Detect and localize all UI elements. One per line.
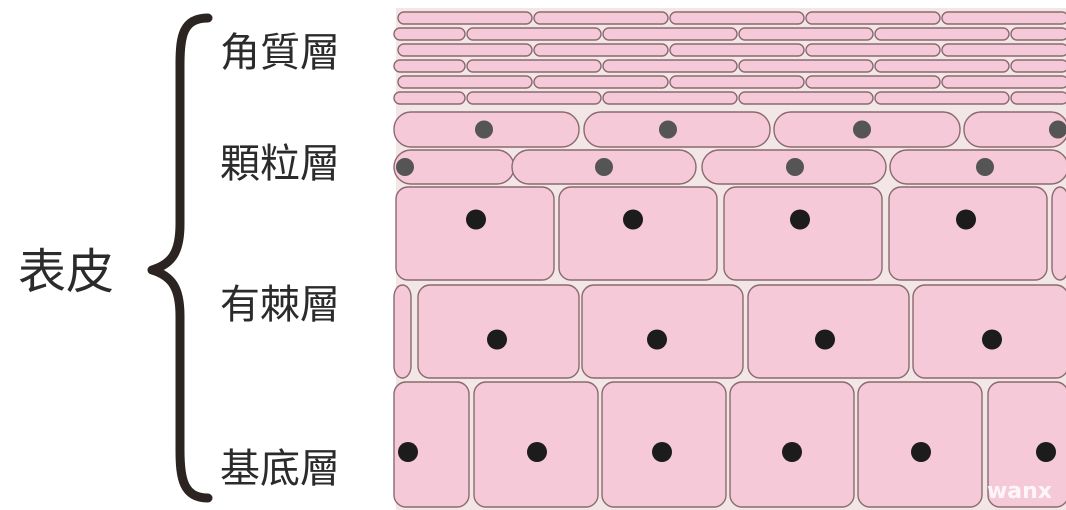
spinosum-cell bbox=[393, 284, 412, 379]
corneum-cell bbox=[397, 43, 533, 57]
layer-label-stratum-granulosum: 顆粒層 bbox=[220, 141, 340, 187]
cell-nucleus bbox=[976, 158, 994, 176]
stratum-spinosum-cells bbox=[393, 186, 1066, 379]
basale-cell bbox=[987, 381, 1066, 508]
cell-nucleus bbox=[815, 329, 835, 350]
corneum-cell bbox=[941, 75, 1066, 89]
cell-nucleus bbox=[466, 209, 486, 230]
cell-nucleus bbox=[659, 120, 677, 139]
cell-nucleus bbox=[647, 329, 667, 350]
epidermis-cell-illustration: wanx bbox=[393, 8, 1066, 510]
cell-nucleus bbox=[398, 442, 418, 462]
stratum-basale-cells bbox=[393, 381, 1066, 508]
layer-label-stratum-basale: 基底層 bbox=[220, 446, 340, 492]
corneum-cell bbox=[874, 27, 1010, 41]
corneum-cell bbox=[1010, 91, 1066, 105]
cell-nucleus bbox=[595, 158, 613, 176]
corneum-cell bbox=[941, 43, 1066, 57]
corneum-cell bbox=[466, 27, 602, 41]
corneum-cell bbox=[533, 43, 669, 57]
corneum-cell bbox=[669, 43, 805, 57]
corneum-cell bbox=[738, 91, 874, 105]
layer-label-stratum-spinosum: 有棘層 bbox=[220, 282, 340, 328]
corneum-cell bbox=[738, 59, 874, 73]
corneum-cell bbox=[466, 59, 602, 73]
cell-nucleus bbox=[782, 442, 802, 462]
cell-nucleus bbox=[527, 442, 547, 462]
cell-nucleus bbox=[1036, 442, 1056, 462]
corneum-cell bbox=[805, 43, 941, 57]
cell-nucleus bbox=[1049, 120, 1066, 139]
cell-nucleus bbox=[786, 158, 804, 176]
cell-nucleus bbox=[487, 329, 507, 350]
corneum-cell bbox=[602, 91, 738, 105]
corneum-cell bbox=[397, 11, 533, 25]
cell-nucleus bbox=[623, 209, 643, 230]
corneum-cell bbox=[669, 11, 805, 25]
cell-nucleus bbox=[853, 120, 871, 139]
corneum-cell bbox=[393, 59, 466, 73]
corneum-cell bbox=[805, 75, 941, 89]
spinosum-cell bbox=[888, 186, 1048, 281]
corneum-cell bbox=[602, 27, 738, 41]
corneum-cell bbox=[397, 75, 533, 89]
cell-nucleus bbox=[475, 120, 493, 139]
epidermis-label: 表皮 bbox=[18, 244, 114, 300]
cell-nucleus bbox=[652, 442, 672, 462]
basale-cell bbox=[393, 381, 470, 508]
corneum-cell bbox=[393, 27, 466, 41]
corneum-cell bbox=[941, 11, 1066, 25]
corneum-cell bbox=[1010, 27, 1066, 41]
spinosum-cell bbox=[1051, 186, 1066, 281]
corneum-cell bbox=[805, 11, 941, 25]
corneum-cell bbox=[1010, 59, 1066, 73]
granulosum-cell bbox=[963, 111, 1066, 148]
corneum-cell bbox=[669, 75, 805, 89]
cell-nucleus bbox=[911, 442, 931, 462]
corneum-cell bbox=[393, 91, 466, 105]
corneum-cell bbox=[874, 91, 1010, 105]
watermark-logo: wanx bbox=[987, 479, 1052, 504]
layer-label-stratum-corneum: 角質層 bbox=[220, 30, 340, 76]
cell-nucleus bbox=[396, 158, 414, 176]
corneum-cell bbox=[533, 75, 669, 89]
corneum-cell bbox=[874, 59, 1010, 73]
spinosum-cell bbox=[558, 186, 718, 281]
spinosum-cell bbox=[395, 186, 555, 281]
cell-nucleus bbox=[982, 329, 1002, 350]
stratum-corneum-cells bbox=[393, 11, 1066, 105]
stratum-granulosum-cells bbox=[393, 111, 1066, 185]
corneum-cell bbox=[466, 91, 602, 105]
spinosum-cell bbox=[723, 186, 883, 281]
corneum-cell bbox=[533, 11, 669, 25]
cell-nucleus bbox=[956, 209, 976, 230]
corneum-cell bbox=[738, 27, 874, 41]
cell-nucleus bbox=[790, 209, 810, 230]
epidermis-brace bbox=[147, 13, 213, 503]
corneum-cell bbox=[602, 59, 738, 73]
